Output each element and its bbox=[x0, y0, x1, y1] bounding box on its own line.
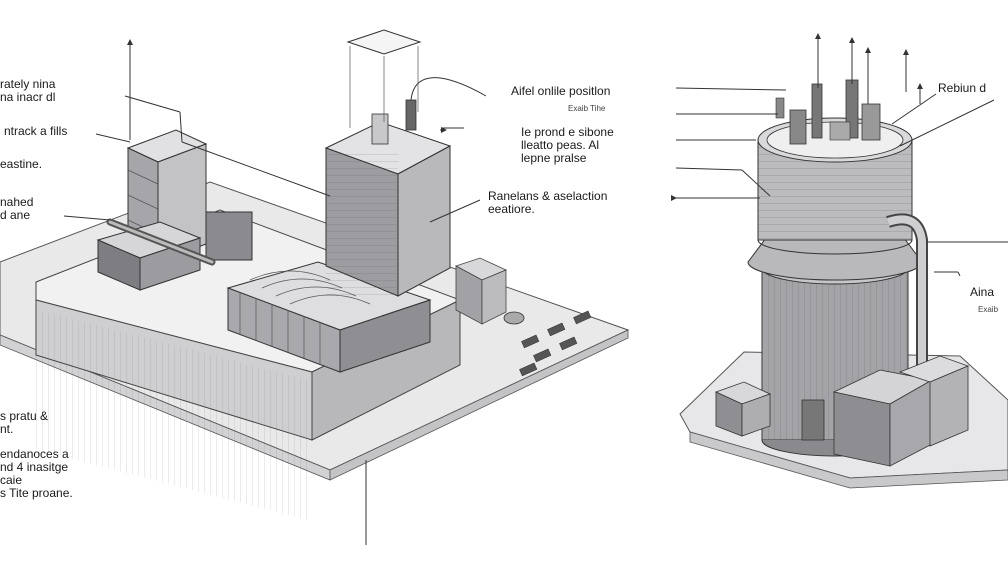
left-label-6: endanoces a nd 4 inasitge caie s Tite pr… bbox=[0, 447, 73, 500]
left-label-4: nahed d ane bbox=[0, 195, 34, 222]
left-label-3: eastine. bbox=[0, 157, 43, 171]
silo-facility-illustration bbox=[679, 79, 1008, 489]
center-label-a: Aifel onlile positlon bbox=[511, 84, 611, 98]
left-label-1: rately nina na inacr dl bbox=[0, 77, 56, 104]
plant-facility-illustration bbox=[0, 29, 630, 522]
center-label-b: Ie prond e sibone lleatto peas. Al lepne… bbox=[521, 125, 614, 165]
left-label-2: ntrack a fills bbox=[4, 124, 68, 138]
left-label-5: s pratu & nt. bbox=[0, 409, 49, 436]
right-leader-lines bbox=[671, 33, 1008, 277]
center-label-c: Ranelans & aselaction eeatiore. bbox=[488, 189, 608, 216]
center-label-a-sub: Exaib Tihe bbox=[568, 104, 606, 113]
right-label-a: Rebiun d bbox=[938, 81, 987, 95]
left-leader-lines bbox=[63, 39, 481, 545]
right-label-b: Aina bbox=[970, 285, 995, 299]
right-label-b-sub: Exaib bbox=[978, 305, 999, 314]
